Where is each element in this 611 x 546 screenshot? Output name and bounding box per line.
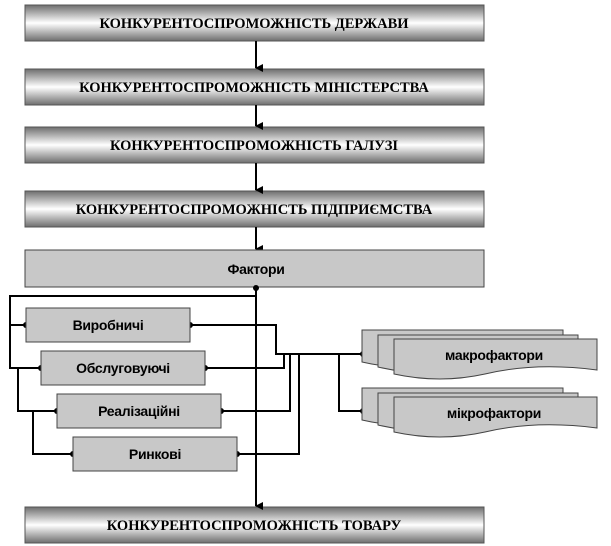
factor-box-service: Обслуговуючі: [40, 350, 206, 386]
factor-label: Виробничі: [73, 317, 144, 333]
level-label: КОНКУРЕНТОСПРОМОЖНІСТЬ МІНІСТЕРСТВА: [79, 80, 429, 96]
level-label: КОНКУРЕНТОСПРОМОЖНІСТЬ ГАЛУЗІ: [110, 138, 398, 154]
level-box-ministry: КОНКУРЕНТОСПРОМОЖНІСТЬ МІНІСТЕРСТВА: [24, 68, 485, 106]
macro-factors-stack: макрофактори: [361, 329, 598, 380]
factors-label: Фактори: [227, 261, 284, 277]
level-label: КОНКУРЕНТОСПРОМОЖНІСТЬ ДЕРЖАВИ: [99, 16, 409, 32]
factor-box-market: Ринкові: [72, 436, 238, 472]
level-box-state: КОНКУРЕНТОСПРОМОЖНІСТЬ ДЕРЖАВИ: [24, 4, 485, 42]
factors-box: Фактори: [24, 249, 485, 288]
factor-label: Ринкові: [129, 446, 181, 462]
factor-box-production: Виробничі: [25, 307, 191, 343]
micro-label: мікрофактори: [447, 405, 541, 421]
level-box-industry: КОНКУРЕНТОСПРОМОЖНІСТЬ ГАЛУЗІ: [24, 126, 485, 164]
factor-box-sales: Реалізаційні: [56, 393, 222, 429]
micro-factors-stack: мікрофактори: [361, 387, 598, 438]
factor-label: Реалізаційні: [98, 403, 180, 419]
result-box-product: КОНКУРЕНТОСПРОМОЖНІСТЬ ТОВАРУ: [24, 506, 485, 544]
macro-label: макрофактори: [445, 347, 543, 363]
level-box-enterprise: КОНКУРЕНТОСПРОМОЖНІСТЬ ПІДПРИЄМСТВА: [24, 190, 485, 228]
level-label: КОНКУРЕНТОСПРОМОЖНІСТЬ ПІДПРИЄМСТВА: [76, 202, 433, 218]
factor-label: Обслуговуючі: [76, 360, 170, 376]
result-label: КОНКУРЕНТОСПРОМОЖНІСТЬ ТОВАРУ: [107, 518, 402, 534]
connectors: [9, 287, 363, 510]
